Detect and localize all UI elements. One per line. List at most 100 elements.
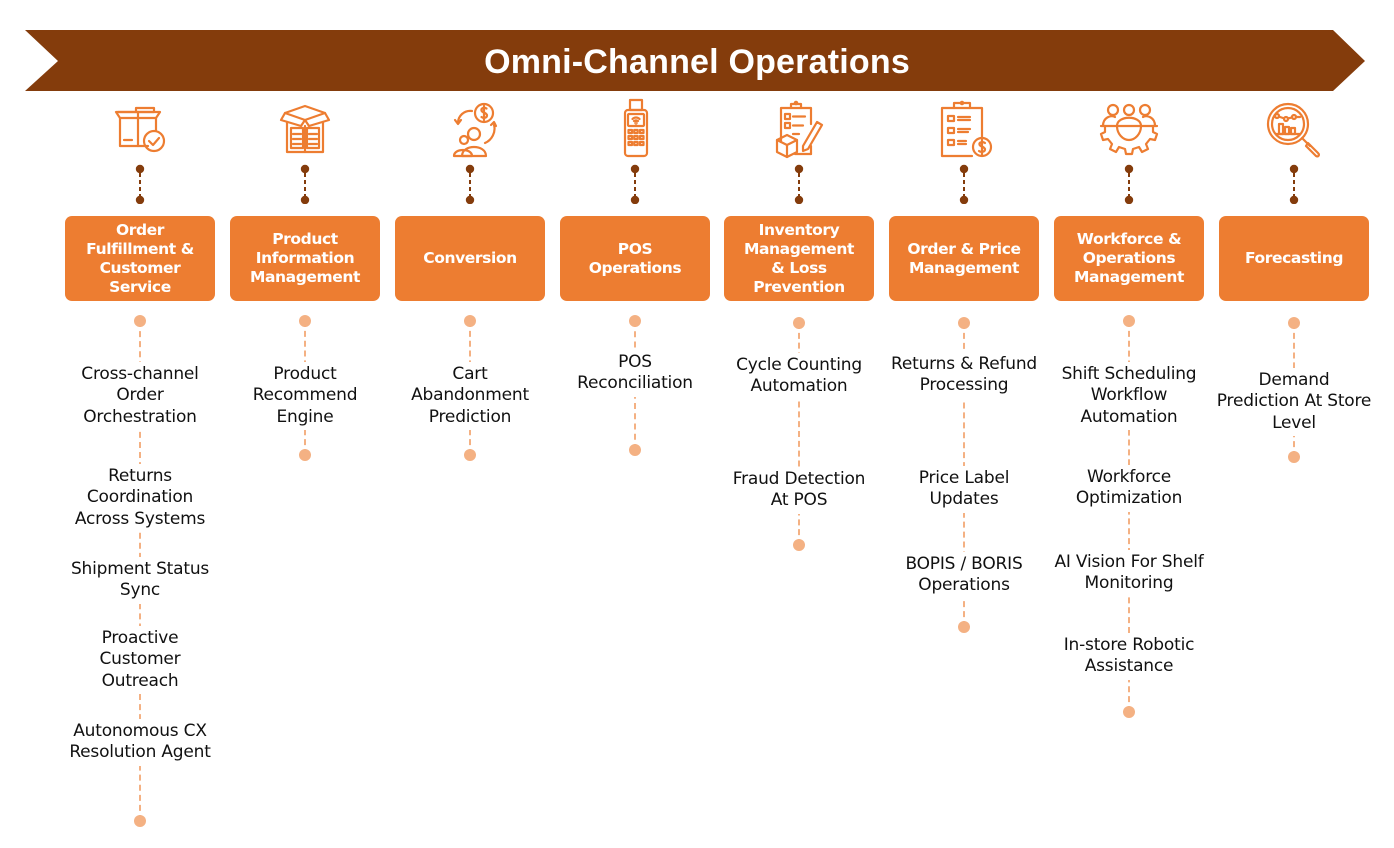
- banner-arrow-shape: [25, 30, 1365, 91]
- use-case-item-line: Processing: [919, 375, 1009, 395]
- use-case-item-line: Autonomous CX: [73, 720, 207, 741]
- category-label-line: POS: [617, 239, 653, 258]
- connector-dot: [300, 164, 310, 174]
- category-label-line: Product: [272, 230, 338, 248]
- use-case-item-line: Level: [1272, 412, 1316, 433]
- icon-box-connector: [1289, 164, 1299, 204]
- icon-box-connector: [465, 164, 475, 204]
- item-connector-dot: [134, 315, 146, 327]
- item-connector-dot: [299, 315, 311, 327]
- category-label-line: Management: [743, 239, 855, 258]
- use-case-item-line: Reconciliation: [577, 373, 693, 393]
- clipboard-dollar-icon: [932, 98, 996, 162]
- title-banner: [25, 30, 1365, 91]
- use-case-item-line: Operations: [918, 575, 1010, 595]
- category-box: Conversion: [395, 216, 545, 301]
- use-case-item-line: Returns & Refund: [891, 353, 1037, 374]
- category-label-line: Management: [1073, 268, 1185, 286]
- connector-dot: [794, 164, 804, 174]
- connector-dot: [1124, 164, 1134, 174]
- use-case-item-line: Optimization: [1075, 488, 1183, 508]
- category-label-line: Customer: [99, 258, 181, 277]
- connector-dot: [630, 164, 640, 174]
- use-case-item-line: Order: [116, 385, 164, 406]
- customers-dollar-cycle-icon: [438, 98, 502, 162]
- connector-dot: [959, 164, 969, 174]
- icon-box-connector: [959, 164, 969, 204]
- use-case-item-line: Cycle Counting: [736, 354, 862, 375]
- team-gear-icon: [1097, 98, 1161, 162]
- connector-dot: [794, 195, 804, 204]
- use-case-item-line: Abandonment: [411, 385, 529, 406]
- item-connector-dot: [629, 315, 641, 327]
- use-case-item-line: Product: [273, 363, 337, 384]
- icon-box-connector: [1124, 164, 1134, 204]
- category-label-line: Order: [115, 220, 165, 239]
- use-case-item-line: Updates: [929, 489, 999, 509]
- use-case-item-line: Assistance: [1084, 656, 1174, 676]
- item-connector-line: [1128, 321, 1132, 712]
- use-case-item-line: Automation: [750, 376, 848, 396]
- connector-dot: [959, 195, 969, 204]
- use-case-item-line: Shift Scheduling: [1061, 363, 1197, 384]
- connector-dot: [1124, 195, 1134, 204]
- use-case-item-line: Monitoring: [1084, 573, 1174, 593]
- connector-dot: [465, 164, 475, 174]
- use-case-item-line: Coordination: [86, 487, 194, 508]
- category-label-line: Management: [908, 258, 1020, 277]
- category-label-line: Conversion: [423, 249, 517, 267]
- item-connector-line: [798, 323, 802, 545]
- icon-box-connector: [300, 164, 310, 204]
- use-case-item-line: Sync: [119, 580, 161, 600]
- item-connector-dot: [1288, 451, 1300, 463]
- use-case-item-line: Demand: [1258, 369, 1330, 390]
- connector-dot: [465, 195, 475, 204]
- item-connector-dot: [1123, 315, 1135, 327]
- use-case-item-line: Prediction At Store: [1216, 391, 1372, 412]
- use-case-item-line: Recommend: [252, 385, 358, 406]
- category-label: Conversion: [423, 249, 517, 268]
- use-case-item-line: POS: [618, 351, 652, 372]
- connector-dot: [135, 164, 145, 174]
- category-label-line: Order & Price: [907, 239, 1021, 258]
- box-open-book-icon: [273, 98, 337, 162]
- use-case-item-line: Price Label: [918, 467, 1010, 488]
- use-case-item-line: Cross-channel: [81, 363, 199, 384]
- item-connector-dot: [1123, 706, 1135, 718]
- use-case-item-line: Customer: [99, 649, 181, 670]
- connector-dot: [1289, 164, 1299, 174]
- category-label-line: Service: [109, 277, 171, 296]
- use-case-item-line: Fraud Detection: [732, 468, 866, 489]
- pos-terminal-icon: [603, 98, 667, 162]
- use-case-item-line: Shipment Status: [70, 558, 210, 579]
- use-case-item-line: Across Systems: [74, 508, 206, 529]
- use-case-item-line: AI Vision For Shelf: [1054, 551, 1204, 572]
- use-case-item-line: Outreach: [101, 670, 179, 691]
- item-connector-dot: [958, 621, 970, 633]
- magnifier-chart-icon: [1262, 98, 1326, 162]
- use-case-item-line: Workforce: [1086, 466, 1172, 487]
- use-case-item-line: Cart: [452, 363, 488, 384]
- use-case-item-line: Orchestration: [83, 406, 197, 427]
- use-case-item-line: In-store Robotic: [1063, 634, 1195, 655]
- connector-dot: [135, 195, 145, 204]
